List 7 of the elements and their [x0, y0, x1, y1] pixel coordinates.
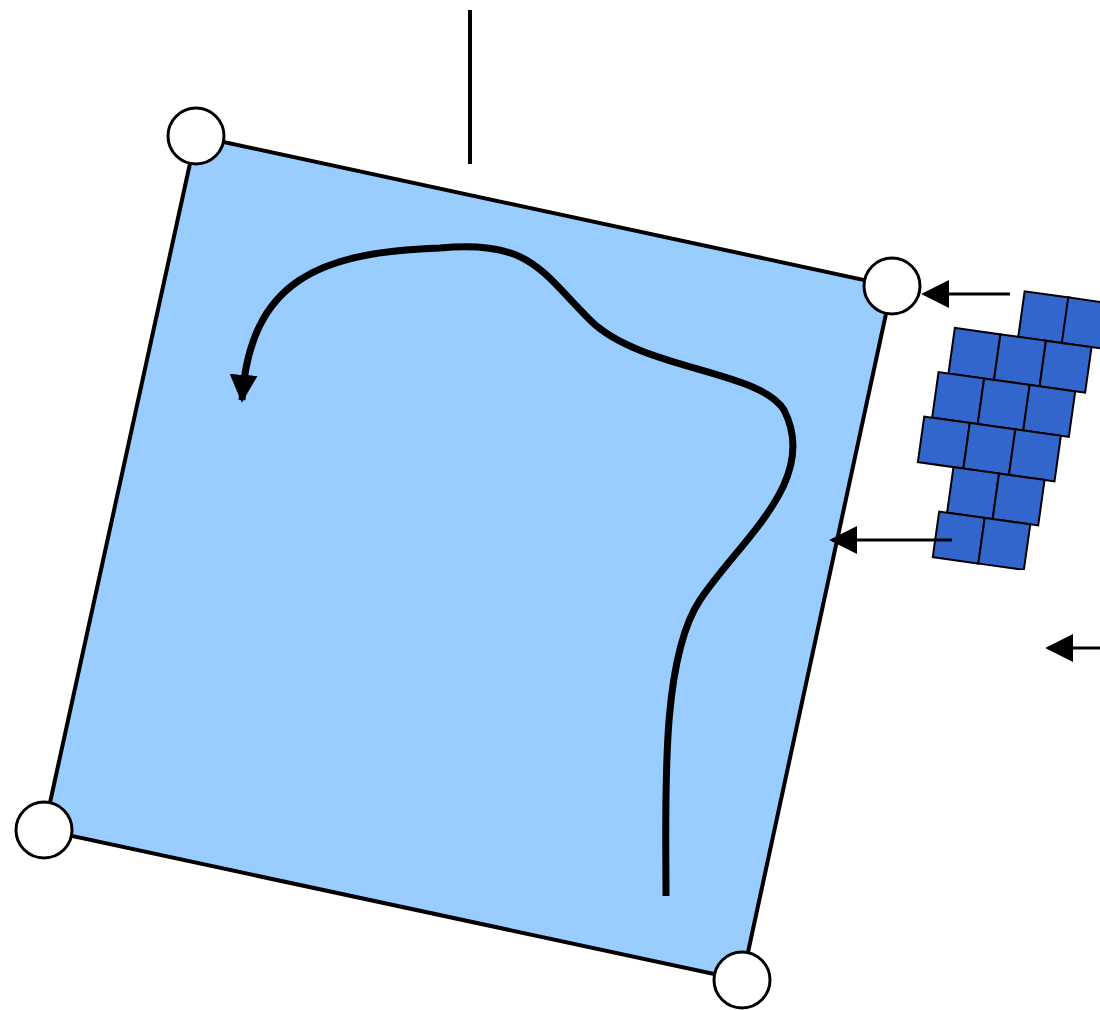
arrow: [829, 526, 952, 554]
corner-circle: [14, 800, 74, 860]
corner-circle: [862, 256, 922, 316]
arrow: [921, 280, 1010, 308]
tilted-plate: [42, 134, 894, 982]
corner-circle: [166, 106, 226, 166]
corner-circle: [712, 950, 772, 1010]
